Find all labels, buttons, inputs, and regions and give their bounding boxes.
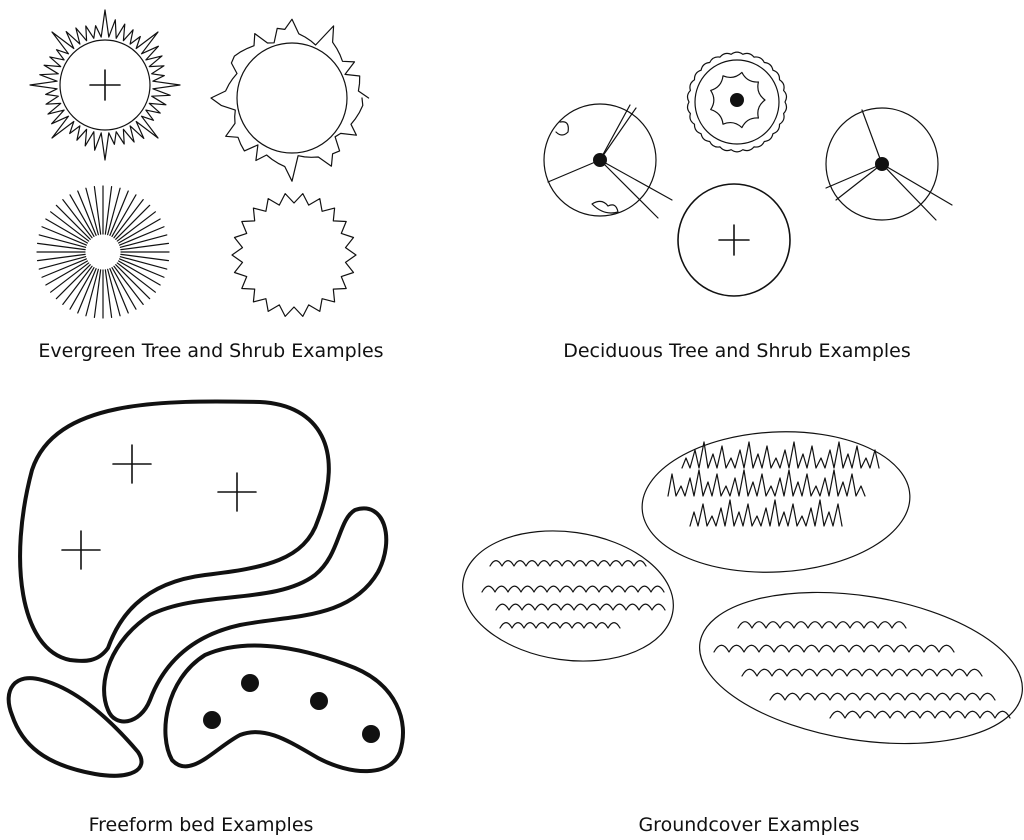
deciduous-scalloped-circle-symbol xyxy=(686,51,788,153)
burst-ray xyxy=(116,211,156,242)
freeform-bed-curved-strip-outline xyxy=(102,506,389,724)
burst-ray xyxy=(109,268,129,314)
burst-ray xyxy=(45,260,89,286)
burst-ray xyxy=(85,268,99,317)
groundcover-symbols xyxy=(462,431,1023,745)
burst-ray xyxy=(69,194,95,238)
evergreen-symbols xyxy=(29,9,370,319)
evergreen-ragged-circle-symbol xyxy=(210,18,370,182)
evergreen-radial-burst-symbol xyxy=(36,185,170,319)
burst-ray xyxy=(36,253,86,262)
freeform-bed-caption: Freeform bed Examples xyxy=(88,814,314,836)
burst-ray xyxy=(93,185,102,235)
burst-ray xyxy=(109,190,129,236)
groundcover-scallop-left-symbol xyxy=(462,530,674,662)
burst-ray xyxy=(116,262,156,293)
groundcover-spiky-grass-symbol xyxy=(641,431,911,573)
burst-ray xyxy=(85,187,99,236)
groundcover-scallop-right-symbol xyxy=(699,591,1023,745)
burst-ray xyxy=(104,185,113,235)
burst-ray xyxy=(45,218,89,244)
burst-ray xyxy=(111,194,137,238)
burst-ray xyxy=(119,226,165,246)
deciduous-branch-circle-right-symbol xyxy=(825,107,953,221)
burst-ray xyxy=(113,265,144,305)
burst-ray xyxy=(111,266,137,310)
burst-ray xyxy=(36,242,86,251)
freeform-bed-dotted-outline xyxy=(163,643,405,774)
burst-ray xyxy=(93,269,102,319)
deciduous-symbols xyxy=(543,51,953,297)
burst-ray xyxy=(120,253,170,262)
freeform-bed-large-outline xyxy=(18,399,331,663)
evergreen-zigzag-circle-symbol xyxy=(231,193,357,317)
freeform-bed-dots xyxy=(203,674,380,743)
burst-ray xyxy=(69,266,95,310)
burst-ray xyxy=(55,204,91,240)
burst-ray xyxy=(107,268,121,317)
burst-ray xyxy=(62,265,93,305)
burst-ray xyxy=(117,260,161,286)
burst-ray xyxy=(50,211,90,242)
burst-ray xyxy=(55,264,91,300)
burst-ray xyxy=(119,234,168,248)
burst-ray xyxy=(41,258,87,278)
burst-ray xyxy=(104,269,113,319)
burst-ray xyxy=(107,187,121,236)
groundcover-caption: Groundcover Examples xyxy=(638,814,860,836)
deciduous-plain-circle-cross-symbol xyxy=(677,183,791,297)
evergreen-caption: Evergreen Tree and Shrub Examples xyxy=(38,340,384,362)
burst-ray xyxy=(50,262,90,293)
burst-ray xyxy=(115,264,151,300)
burst-ray xyxy=(117,218,161,244)
burst-ray xyxy=(38,234,87,248)
burst-ray xyxy=(38,256,87,270)
burst-ray xyxy=(113,199,144,239)
burst-ray xyxy=(41,226,87,246)
freeform-bed-crosses xyxy=(61,444,257,570)
burst-ray xyxy=(120,242,170,251)
burst-ray xyxy=(115,204,151,240)
burst-ray xyxy=(62,199,93,239)
burst-ray xyxy=(77,190,97,236)
deciduous-branch-circle-left-symbol xyxy=(543,103,673,219)
freeform-bed-symbols xyxy=(6,399,405,778)
burst-ray xyxy=(119,256,168,270)
evergreen-spiky-star-symbol xyxy=(29,9,181,161)
burst-ray xyxy=(77,268,97,314)
burst-ray xyxy=(119,258,165,278)
deciduous-caption: Deciduous Tree and Shrub Examples xyxy=(563,340,911,362)
freeform-bed-small-teardrop-outline xyxy=(6,676,144,778)
